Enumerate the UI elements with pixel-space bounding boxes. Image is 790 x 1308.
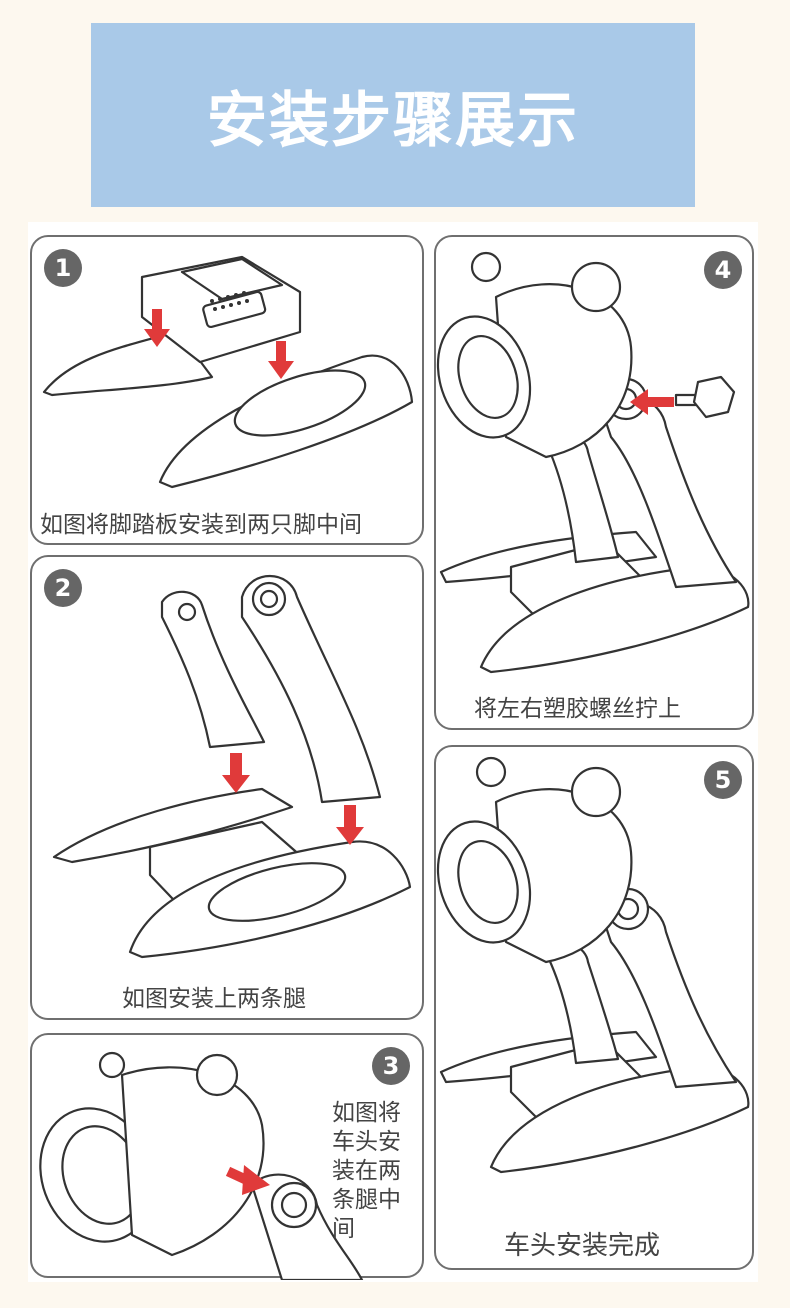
step-number-badge: 5 bbox=[704, 761, 742, 799]
step-caption: 如图将脚踏板安装到两只脚中间 bbox=[40, 512, 362, 538]
step-5-panel: 5 车头安装完成 bbox=[434, 745, 754, 1270]
step-caption: 如图安装上两条腿 bbox=[122, 986, 306, 1012]
step-1-illustration bbox=[42, 255, 414, 489]
page-title: 安装步骤展示 bbox=[207, 85, 579, 156]
step-number-badge: 3 bbox=[372, 1047, 410, 1085]
step-2-illustration bbox=[52, 574, 412, 959]
step-caption: 如图将 车头安 装在两 条腿中 间 bbox=[332, 1100, 401, 1242]
title-banner: 安装步骤展示 bbox=[91, 23, 695, 207]
step-number-badge: 2 bbox=[44, 569, 82, 607]
step-number-badge: 1 bbox=[44, 249, 82, 287]
step-4-illustration bbox=[436, 251, 750, 674]
step-number-badge: 4 bbox=[704, 251, 742, 289]
step-1-panel: 1 如图将脚踏板安装到两只脚中间 bbox=[30, 235, 424, 545]
step-caption: 将左右塑胶螺丝拧上 bbox=[474, 696, 681, 722]
step-5-illustration bbox=[436, 756, 750, 1174]
step-3-panel: 3 如图将 车头安 装在两 条腿中 间 bbox=[30, 1033, 424, 1280]
step-2-panel: 2 如图安装上两条腿 bbox=[30, 555, 424, 1020]
step-4-panel: 4 将左右塑胶螺丝拧上 bbox=[434, 235, 754, 730]
step-3-illustration bbox=[39, 1051, 364, 1280]
step-caption: 车头安装完成 bbox=[504, 1231, 661, 1261]
